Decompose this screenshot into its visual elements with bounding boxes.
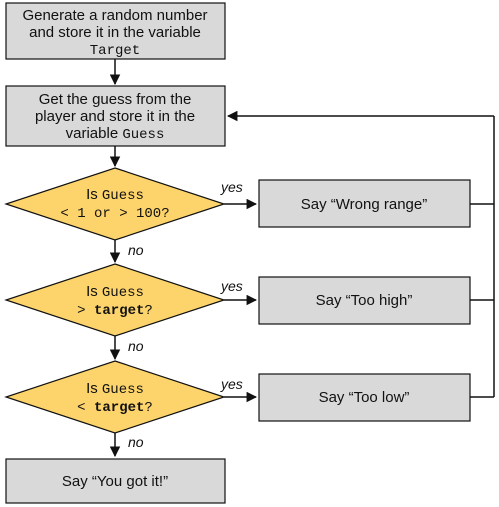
- range-yes-label: yes: [220, 179, 243, 195]
- low-check-var: Guess: [102, 382, 144, 398]
- high-yes-label: yes: [220, 278, 243, 294]
- low-yes-label: yes: [220, 376, 243, 392]
- generate-target-box: Generate a random number and store it in…: [5, 2, 226, 60]
- range-check-prefix: Is: [86, 186, 102, 203]
- too-high-label: Say “Too high”: [316, 292, 413, 309]
- get-guess-line-3: variable Guess: [66, 125, 165, 143]
- high-check-q: ?: [144, 303, 152, 319]
- get-guess-box: Get the guess from the player and store …: [5, 85, 226, 147]
- range-check-diamond: Is Guess < 1 or > 100?: [4, 167, 226, 241]
- generate-line-1: Generate a random number: [22, 7, 207, 24]
- high-check-op: >: [77, 303, 94, 319]
- low-check-line-2: < target?: [77, 400, 153, 416]
- range-check-line-2: < 1 or > 100?: [60, 206, 169, 222]
- get-guess-line-2: player and store it in the: [35, 108, 195, 125]
- wrong-range-box: Say “Wrong range”: [258, 179, 471, 228]
- range-check-line-1: Is Guess: [86, 186, 144, 204]
- too-low-box: Say “Too low”: [258, 373, 471, 422]
- high-check-line-2: > target?: [77, 303, 153, 319]
- loop-back-connector: [226, 110, 495, 398]
- low-check-op: <: [77, 400, 94, 416]
- you-got-it-box: Say “You got it!”: [5, 458, 226, 504]
- too-low-label: Say “Too low”: [319, 389, 410, 406]
- too-high-box: Say “Too high”: [258, 276, 471, 325]
- high-check-line-1: Is Guess: [86, 283, 144, 301]
- high-check-var: Guess: [102, 285, 144, 301]
- low-no-label: no: [128, 434, 144, 450]
- low-check-diamond: Is Guess < target?: [4, 360, 226, 434]
- wrong-range-label: Say “Wrong range”: [301, 196, 427, 213]
- get-guess-line-1: Get the guess from the: [39, 91, 192, 108]
- high-no-label: no: [128, 338, 144, 354]
- get-guess-line-3-prefix: variable: [66, 125, 123, 142]
- low-check-target: target: [94, 400, 144, 416]
- range-check-var: Guess: [102, 188, 144, 204]
- generate-line-2: and store it in the variable: [29, 24, 201, 41]
- high-check-target: target: [94, 303, 144, 319]
- you-got-it-label: Say “You got it!”: [62, 473, 168, 490]
- get-guess-line-3-var: Guess: [122, 127, 164, 143]
- low-check-line-1: Is Guess: [86, 380, 144, 398]
- high-check-prefix: Is: [86, 283, 102, 300]
- low-check-prefix: Is: [86, 380, 102, 397]
- high-check-diamond: Is Guess > target?: [4, 263, 226, 337]
- generate-line-3: Target: [90, 43, 140, 59]
- low-check-q: ?: [144, 400, 152, 416]
- range-no-label: no: [128, 242, 144, 258]
